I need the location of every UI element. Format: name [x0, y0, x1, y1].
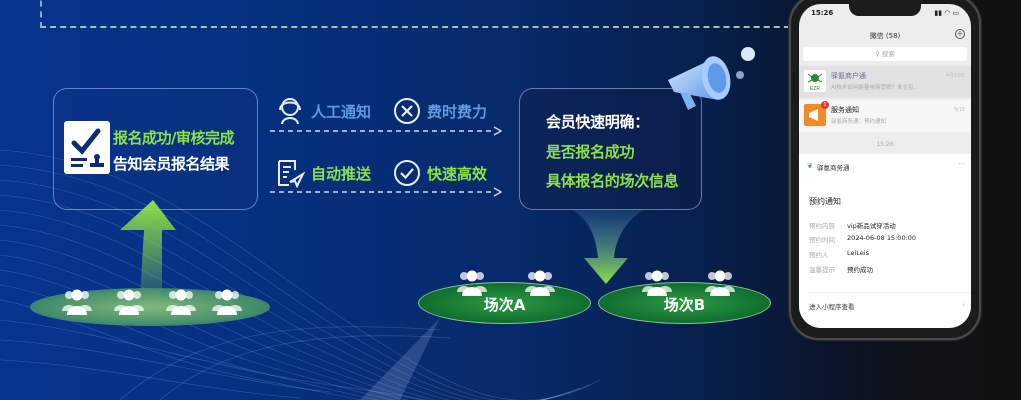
- auto-push-label: 自动推送: [311, 164, 372, 183]
- dashed-frame-decoration: [40, 0, 820, 28]
- service-logo-icon: ❦: [807, 162, 813, 170]
- dashed-arrow-icon: [270, 187, 502, 197]
- search-icon: ⚲: [875, 50, 882, 58]
- status-time: 15:26: [811, 9, 834, 17]
- megaphone-icon: [668, 47, 755, 110]
- message-title: 预约通知: [809, 197, 841, 206]
- divider: [809, 292, 971, 293]
- wechat-title: 微信 (58): [869, 32, 901, 40]
- signal-wifi-battery-icon: ▮▮ ◠ ▭: [934, 9, 959, 17]
- phone-mockup: 15:26 ▮▮ ◠ ▭ 微信 (58) + ⚲ 搜索 EZR 驿氪商户通 AI…: [789, 0, 981, 340]
- add-plus-icon[interactable]: +: [955, 29, 965, 39]
- down-arrow-icon: [573, 210, 643, 284]
- field-row: 预约内容 vip新品试穿活动: [809, 222, 896, 230]
- unread-badge: 1: [821, 101, 829, 109]
- ezr-avatar: EZR: [804, 70, 826, 92]
- svg-text:EZR: EZR: [810, 86, 820, 92]
- auto-push-row: 自动推送 快速高效: [275, 158, 509, 188]
- people-group-icon: [166, 289, 196, 315]
- field-row: 预约人 LeiLeis: [809, 249, 870, 259]
- phone-notch: [849, 4, 921, 16]
- chat-name: 驿氪商户通: [831, 72, 866, 80]
- chevron-right-icon: ›: [962, 301, 965, 309]
- registration-success-text: 报名成功/审核完成: [113, 129, 234, 147]
- document-send-icon: [278, 160, 305, 188]
- session-b-label: 场次B: [663, 296, 706, 314]
- manual-notify-label: 人工通知: [311, 102, 372, 121]
- document-check-stamp-icon: [64, 121, 110, 174]
- people-group-icon: [457, 270, 487, 296]
- service-notice-avatar: [804, 104, 826, 126]
- open-mini-program-link[interactable]: 进入小程序查看: [809, 303, 855, 311]
- time-consuming-label: 费时费力: [427, 102, 488, 121]
- people-group-icon: [642, 270, 672, 296]
- session-info-text: 具体报名的场次信息: [546, 172, 679, 190]
- x-circle-icon: [394, 98, 421, 124]
- people-group-icon: [525, 270, 555, 296]
- registration-result-card: 报名成功/审核完成 告知会员报名结果: [53, 88, 258, 210]
- fast-efficient-label: 快速高效: [427, 164, 488, 183]
- up-arrow-icon: [120, 200, 176, 298]
- check-circle-icon: [394, 160, 421, 186]
- people-group-icon: [62, 289, 92, 315]
- success-status-text: 是否报名成功: [546, 143, 635, 161]
- session-a-label: 场次A: [483, 296, 526, 314]
- member-clarity-card: 会员快速明确： 是否报名成功 具体报名的场次信息: [519, 88, 702, 210]
- chat-preview: 驿氪商务通：预约通知: [831, 119, 887, 125]
- dashed-arrow-icon: [270, 126, 502, 136]
- headset-agent-icon: [279, 98, 301, 125]
- search-input[interactable]: ⚲ 搜索: [803, 47, 967, 61]
- more-options-icon[interactable]: ···: [958, 160, 965, 168]
- session-a-platform: 场次A: [418, 282, 591, 324]
- people-group-icon: [114, 289, 144, 315]
- session-b-platform: 场次B: [598, 282, 771, 324]
- field-row: 温馨提示 预约成功: [809, 266, 873, 274]
- manual-notify-row: 人工通知 费时费力: [275, 96, 509, 126]
- chat-item-service-notice[interactable]: 1 服务通知 驿氪商务通：预约通知 为15: [799, 100, 971, 132]
- field-row: 预约时间 2024-06-08 15:00:00: [809, 234, 917, 244]
- phone-screen: 15:26 ▮▮ ◠ ▭ 微信 (58) + ⚲ 搜索 EZR 驿氪商户通 AI…: [799, 4, 971, 328]
- chat-preview: AI技术如何能量电商营销？来立见...: [831, 85, 919, 91]
- member-clarity-title: 会员快速明确：: [546, 113, 649, 131]
- chat-name: 服务通知: [831, 106, 859, 114]
- chat-time: 4月23日: [945, 73, 965, 79]
- people-group-icon: [705, 270, 735, 296]
- notify-member-text: 告知会员报名结果: [113, 155, 230, 173]
- message-source: 驿氪商务通: [817, 164, 850, 172]
- people-group-icon: [212, 289, 242, 315]
- chat-time: 为15: [953, 107, 965, 113]
- chat-item-merchant[interactable]: EZR 驿氪商户通 AI技术如何能量电商营销？来立见... 4月23日: [799, 66, 971, 98]
- appointment-notice-card: ❦ 驿氪商务通 ··· 预约通知 预约内容 vip新品试穿活动 预约时间 202…: [799, 154, 971, 328]
- time-separator: 15:26: [876, 141, 894, 148]
- status-bar: 15:26 ▮▮ ◠ ▭: [811, 9, 959, 17]
